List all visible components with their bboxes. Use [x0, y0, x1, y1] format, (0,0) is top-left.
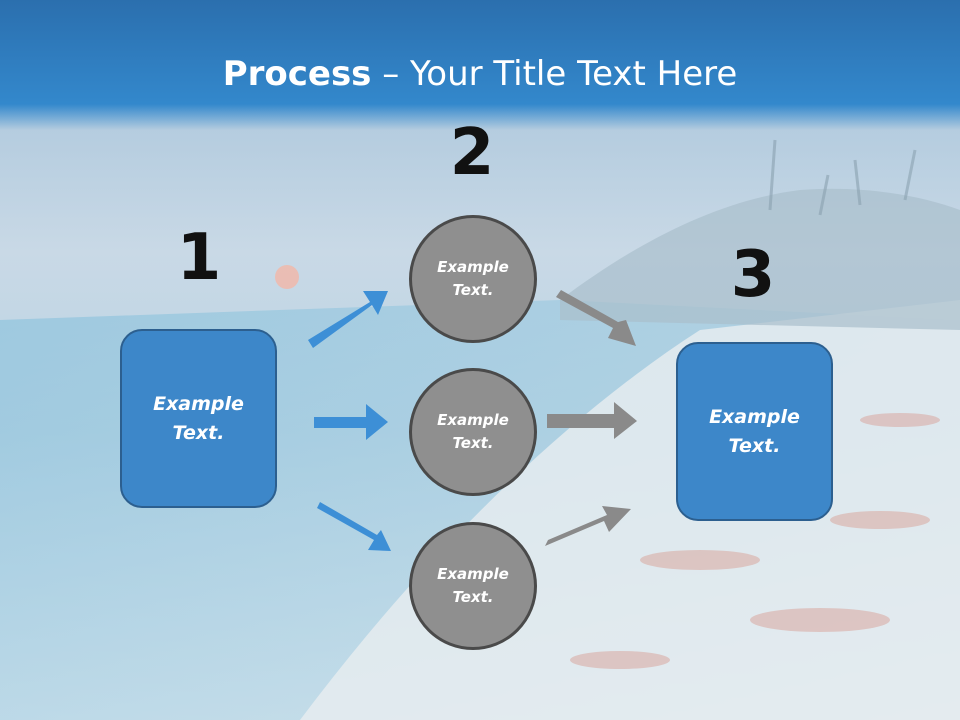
step-number-1: 1	[176, 221, 222, 295]
circle-top-text: Example Text.	[437, 258, 509, 299]
step-2-circle-top: Example Text.	[409, 215, 537, 343]
title-bar	[0, 0, 960, 130]
gray-arrow-right	[547, 402, 637, 439]
step-2-circle-middle: Example Text.	[409, 368, 537, 496]
blue-arrow-down	[317, 502, 391, 551]
step-number-2: 2	[449, 116, 495, 190]
title-rest: – Your Title Text Here	[371, 54, 738, 94]
page-title: Process – Your Title Text Here	[0, 52, 960, 96]
step-1-box: Example Text.	[120, 329, 277, 508]
title-bold: Process	[222, 54, 372, 94]
gray-arrow-down	[556, 290, 636, 346]
blue-arrow-right	[314, 404, 388, 440]
gray-arrow-up	[545, 506, 631, 546]
step-1-box-text: Example Text.	[153, 392, 244, 444]
step-3-box: Example Text.	[676, 342, 833, 521]
step-2-circle-bottom: Example Text.	[409, 522, 537, 650]
step-number-3: 3	[730, 238, 776, 312]
blue-arrow-up	[308, 291, 388, 348]
step-3-box-text: Example Text.	[709, 405, 800, 457]
circle-middle-text: Example Text.	[437, 411, 509, 452]
circle-bottom-text: Example Text.	[437, 565, 509, 606]
